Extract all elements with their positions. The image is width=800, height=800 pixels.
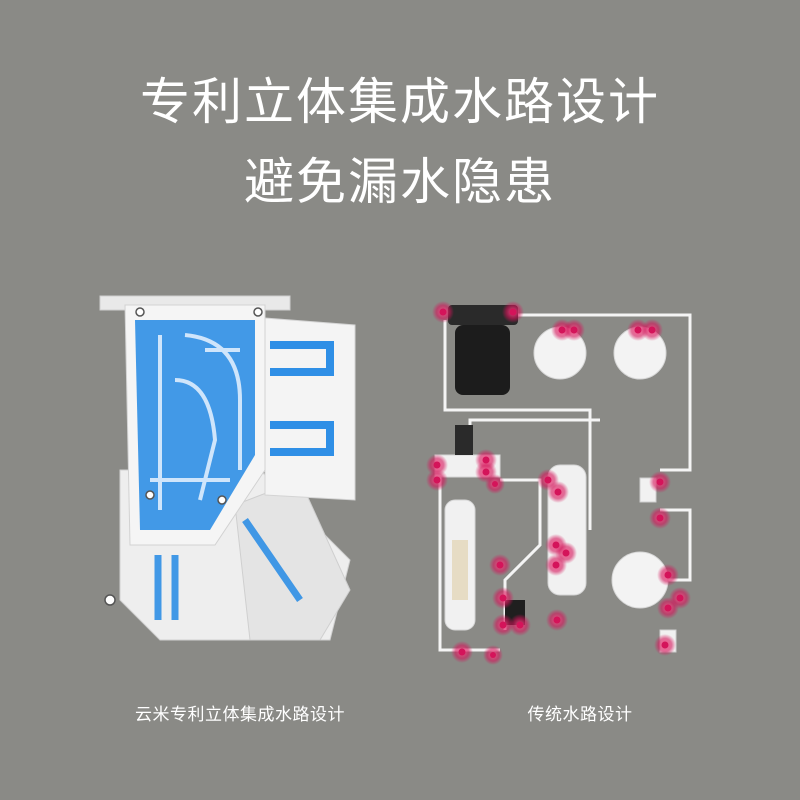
integrated-waterway-diagram [99, 295, 356, 641]
joint-markers [426, 301, 691, 665]
caption-traditional-design: 传统水路设计 [527, 705, 633, 725]
traditional-waterway-diagram [426, 301, 692, 665]
headline-line-1: 专利立体集成水路设计 [140, 73, 660, 131]
headline-line-2: 避免漏水隐患 [244, 153, 556, 211]
pump-icon [455, 325, 510, 395]
caption-integrated-design: 云米专利立体集成水路设计 [135, 705, 345, 725]
